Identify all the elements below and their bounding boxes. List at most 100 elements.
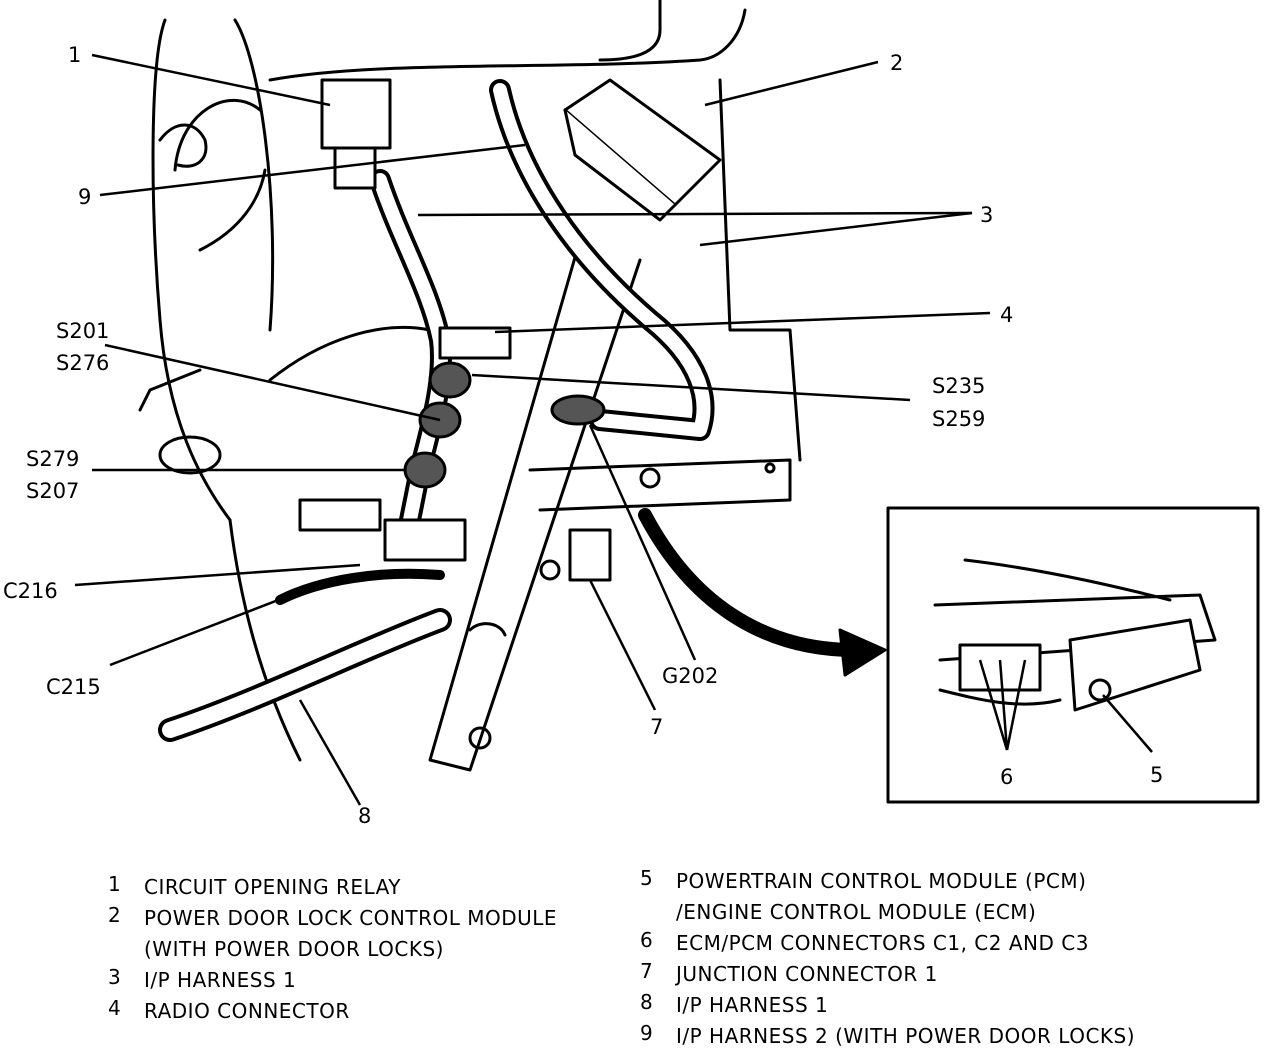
legend-text: I/P HARNESS 1	[676, 993, 829, 1017]
callout-s207: S207	[26, 479, 79, 503]
legend-right-column: 5 POWERTRAIN CONTROL MODULE (PCM) /ENGIN…	[640, 866, 1260, 1052]
legend-text: RADIO CONNECTOR	[144, 999, 350, 1023]
legend-num: 9	[640, 1021, 654, 1045]
crossmember-bolt	[639, 467, 661, 489]
callout-8: 8	[358, 804, 371, 828]
callout-4: 4	[1000, 303, 1013, 327]
harness-3-inner	[493, 83, 711, 437]
legend-text: I/P HARNESS 2 (WITH POWER DOOR LOCKS)	[676, 1024, 1136, 1048]
callout-s276: S276	[56, 351, 109, 375]
leader-9	[99, 143, 526, 197]
callout-s235: S235	[932, 374, 985, 398]
leader-c216	[74, 563, 361, 587]
connector-wires	[275, 568, 445, 605]
leader-5	[1102, 694, 1153, 753]
connector-c216-body	[383, 518, 467, 562]
leader-s201	[104, 343, 441, 422]
leader-s235	[471, 373, 911, 402]
legend-item-8: 8 I/P HARNESS 1	[640, 990, 1260, 1021]
leader-3a	[417, 211, 973, 217]
splice-s235	[550, 394, 606, 426]
leader-g202	[588, 424, 697, 661]
legend-text: POWER DOOR LOCK CONTROL MODULE	[144, 906, 558, 930]
callout-s201: S201	[56, 319, 109, 343]
legend-text: CIRCUIT OPENING RELAY	[144, 875, 401, 899]
callout-c215: C215	[46, 675, 101, 699]
connector-c215-body	[298, 498, 382, 532]
wiring-diagram: 1 2 3 4 5 6 7 8 9 S201 S276 S235 S259 S2…	[3, 0, 1260, 828]
relay-socket	[333, 146, 377, 190]
legend-text: POWERTRAIN CONTROL MODULE (PCM)	[676, 869, 1087, 893]
callout-g202: G202	[662, 664, 718, 688]
crossmember-hole	[764, 462, 776, 474]
leader-7	[588, 579, 657, 711]
callout-s279: S279	[26, 447, 79, 471]
inset-wire	[938, 688, 1062, 706]
leader-4	[494, 311, 991, 334]
callout-s259: S259	[932, 407, 985, 431]
callout-7: 7	[650, 715, 663, 739]
brace-bolt	[468, 726, 492, 750]
legend-item-1: 1 CIRCUIT OPENING RELAY	[108, 872, 628, 903]
dash-top-bracket	[598, 0, 662, 62]
callout-9: 9	[78, 185, 91, 209]
door-lock-module-side	[563, 108, 677, 222]
legend-num: 8	[640, 990, 654, 1014]
callout-3: 3	[980, 203, 993, 227]
inset-pcm-bracket	[1068, 618, 1202, 712]
legend-num: 2	[108, 903, 122, 927]
dash-strut	[198, 168, 267, 252]
legend-num: 6	[640, 928, 654, 952]
dash-wire-loop	[173, 98, 262, 172]
dash-right-panel	[718, 78, 802, 462]
splice-s279	[403, 451, 447, 489]
legend-num: 5	[640, 866, 654, 890]
callout-6: 6	[1000, 765, 1013, 789]
legend-text: (WITH POWER DOOR LOCKS)	[144, 937, 444, 961]
inset-pcm-bolt	[1088, 678, 1112, 702]
callout-c216: C216	[3, 579, 58, 603]
dash-upper-rail	[268, 8, 747, 82]
callout-5: 5	[1150, 763, 1163, 787]
splice-s201	[428, 361, 472, 399]
legend-text: I/P HARNESS 1	[144, 968, 297, 992]
leader-3b	[699, 211, 973, 247]
legend-text: JUNCTION CONNECTOR 1	[676, 962, 938, 986]
dash-pillar	[233, 18, 275, 332]
relay-body	[320, 78, 392, 150]
ground-g202-bolt	[539, 559, 561, 581]
callout-2: 2	[890, 51, 903, 75]
leader-6a	[978, 659, 1009, 751]
crossmember	[528, 458, 792, 512]
harness-8-inner	[162, 612, 448, 738]
leader-6c	[1005, 659, 1027, 751]
callout-1: 1	[68, 43, 81, 67]
dash-mid-curve	[268, 326, 432, 382]
brace-bar	[428, 238, 642, 772]
legend-num: 4	[108, 996, 122, 1020]
dash-hole	[158, 435, 222, 475]
leader-6b	[998, 659, 1009, 751]
inset-top-edge	[963, 558, 1172, 602]
legend-num: 3	[108, 965, 122, 989]
inset-arrow	[638, 508, 862, 657]
dash-knob	[158, 123, 208, 168]
legend-text: /ENGINE CONTROL MODULE (ECM)	[676, 900, 1037, 924]
legend-left-column: 1 CIRCUIT OPENING RELAY 2 POWER DOOR LOC…	[108, 872, 628, 1027]
legend-item-4: 4 RADIO CONNECTOR	[108, 996, 628, 1027]
legend-item-5: 5 POWERTRAIN CONTROL MODULE (PCM) /ENGIN…	[640, 866, 1260, 928]
inset-arrow-head	[838, 628, 887, 677]
legend-item-7: 7 JUNCTION CONNECTOR 1	[640, 959, 1260, 990]
leader-8	[298, 699, 362, 806]
legend-num: 7	[640, 959, 654, 983]
legend-item-9: 9 I/P HARNESS 2 (WITH POWER DOOR LOCKS)	[640, 1021, 1260, 1052]
legend-item-6: 6 ECM/PCM CONNECTORS C1, C2 AND C3	[640, 928, 1260, 959]
leader-1	[91, 53, 331, 107]
legend-item-2: 2 POWER DOOR LOCK CONTROL MODULE (WITH P…	[108, 903, 628, 965]
dash-tab	[138, 368, 202, 412]
junction-connector	[568, 528, 612, 582]
legend-num: 1	[108, 872, 122, 896]
brace-slot	[468, 622, 507, 637]
legend-item-3: 3 I/P HARNESS 1	[108, 965, 628, 996]
